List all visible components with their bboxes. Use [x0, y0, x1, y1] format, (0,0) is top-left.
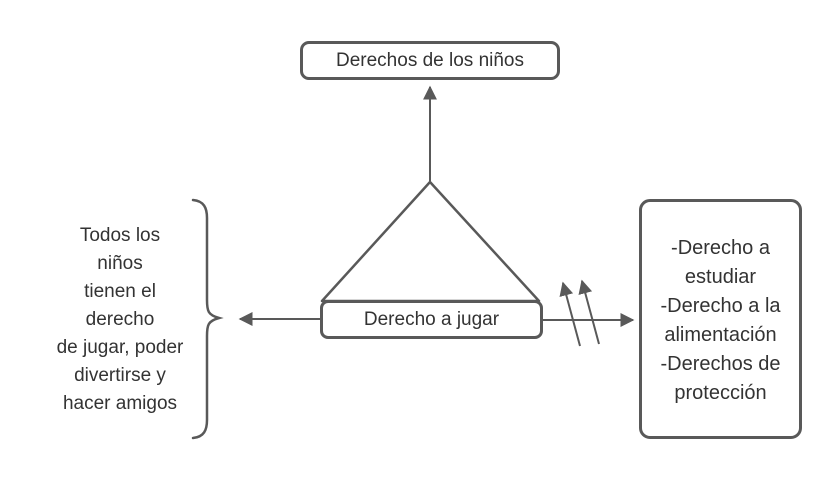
center-box-label: Derecho a jugar [363, 308, 500, 330]
triangle-shape [320, 180, 541, 303]
curly-brace-icon [191, 198, 224, 440]
right-box-text: -Derecho a estudiar -Derecho a la alimen… [660, 237, 781, 404]
diagonal-arrow-icon [578, 279, 600, 345]
center-box-derecho-a-jugar: Derecho a jugar [320, 300, 543, 339]
top-box-label: Derechos de los niños [336, 49, 524, 71]
top-box-derechos-de-los-ninos: Derechos de los niños [300, 41, 560, 80]
right-box-other-rights: -Derecho a estudiar -Derecho a la alimen… [639, 199, 802, 439]
diagonal-arrow-icon [559, 281, 581, 347]
left-note-text: Todos los niños tienen el derecho de jug… [56, 225, 184, 414]
